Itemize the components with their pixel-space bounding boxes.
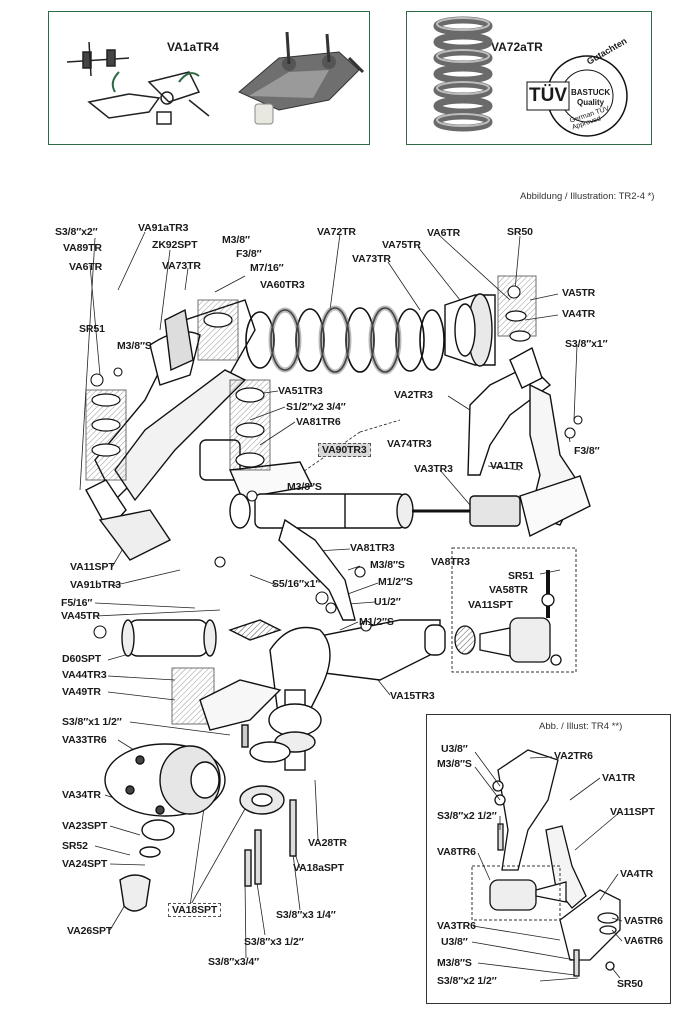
part-label: VA6TR <box>427 227 461 239</box>
part-label: VA81TR3 <box>350 542 395 554</box>
part-label: VA23SPT <box>62 820 108 832</box>
inset-caption: Abb. / Illust: TR4 **) <box>539 721 623 732</box>
part-label: VA73TR <box>352 253 391 265</box>
part-label: D60SPT <box>62 653 102 665</box>
coil-spring-photo <box>433 16 493 132</box>
main-illustration-caption: Abbildung / Illustration: TR2-4 *) <box>520 191 655 202</box>
part-label: VA44TR3 <box>62 669 107 681</box>
kit-code-left: VA1aTR4 <box>167 40 219 54</box>
part-label: VA60TR3 <box>260 279 305 291</box>
inset-part-label: VA4TR <box>620 868 654 880</box>
part-label: S5/16″x1″ <box>272 578 321 590</box>
part-label: VA58TR <box>489 584 528 596</box>
part-label: F5/16″ <box>61 597 93 609</box>
part-label: M3/8″S <box>370 559 405 571</box>
part-label: M3/8″ <box>222 234 250 246</box>
inset-part-label: VA6TR6 <box>624 935 663 947</box>
tuv-approval-badge: TÜV Gutachten BASTUCK Quality German TÜV… <box>519 36 639 140</box>
upper-arm-kit-illustration <box>66 31 365 125</box>
part-label: VA75TR <box>382 239 421 251</box>
part-label: VA4TR <box>562 308 596 320</box>
part-label: M7/16″ <box>250 262 284 274</box>
inset-part-label: U3/8″ <box>441 743 468 755</box>
part-label: VA72TR <box>317 226 356 238</box>
inset-part-label: VA3TR6 <box>437 920 476 932</box>
part-label: VA11SPT <box>468 599 513 611</box>
tuv-inner-quality: Quality <box>577 98 605 107</box>
part-label: VA33TR6 <box>62 734 107 746</box>
inset-part-label: VA5TR6 <box>624 915 663 927</box>
part-label: F3/8″ <box>236 248 262 260</box>
part-label: VA11SPT <box>70 561 115 573</box>
part-label: VA28TR <box>308 837 347 849</box>
part-label: S3/8″x1 1/2″ <box>62 716 122 728</box>
part-label: SR52 <box>62 840 88 852</box>
inset-part-label: SR50 <box>617 978 643 990</box>
inset-part-label: U3/8″ <box>441 936 468 948</box>
part-label: F3/8″ <box>574 445 600 457</box>
inset-part-label: VA2TR6 <box>554 750 593 762</box>
part-label: S3/8″x3 1/4″ <box>276 909 336 921</box>
part-label: M3/8″S <box>287 481 322 493</box>
part-label: S1/2″x2 3/4″ <box>286 401 346 413</box>
part-label-highlight: VA90TR3 <box>318 443 371 457</box>
kit-panel-right: VA72aTR TÜV Gutachten BASTUCK Quality Ge… <box>406 11 652 145</box>
inset-part-label: M3/8″S <box>437 758 472 770</box>
part-label: M3/8″S <box>117 340 152 352</box>
inset-part-label: M3/8″S <box>437 957 472 969</box>
part-label-boxed: VA18SPT <box>168 903 222 917</box>
part-label: VA73TR <box>162 260 201 272</box>
part-label: VA24SPT <box>62 858 108 870</box>
inset-part-label: VA11SPT <box>610 806 655 818</box>
part-label: U1/2″ <box>374 596 401 608</box>
part-label: VA8TR3 <box>431 556 470 568</box>
part-label: S3/8″x3 1/2″ <box>244 936 304 948</box>
part-label: S3/8″x2″ <box>55 226 98 238</box>
tuv-inner-brand: BASTUCK <box>571 88 611 97</box>
inset-part-label: S3/8″x2 1/2″ <box>437 975 497 987</box>
part-label: VA45TR <box>61 610 100 622</box>
part-label: SR51 <box>79 323 105 335</box>
part-label: SR51 <box>508 570 534 582</box>
inset-part-label: VA1TR <box>602 772 636 784</box>
inset-part-label: VA8TR6 <box>437 846 476 858</box>
part-label: M1/2″S <box>359 616 394 628</box>
part-label: VA91aTR3 <box>138 222 189 234</box>
part-label: S3/8″x3/4″ <box>208 956 260 968</box>
tuv-mark: TÜV <box>529 85 567 106</box>
part-label: VA49TR <box>62 686 101 698</box>
part-label: VA2TR3 <box>394 389 433 401</box>
part-label: VA1TR <box>490 460 524 472</box>
part-label: S3/8″x1″ <box>565 338 608 350</box>
kit-panel-left: VA1aTR4 <box>48 11 370 145</box>
part-label: VA15TR3 <box>390 690 435 702</box>
part-label: VA74TR3 <box>387 438 432 450</box>
part-label: ZK92SPT <box>152 239 198 251</box>
tr4-inset-panel: Abb. / Illust: TR4 **) <box>426 714 671 1004</box>
part-label: VA6TR <box>69 261 103 273</box>
kit-code-right: VA72aTR <box>491 40 543 54</box>
part-label: VA26SPT <box>67 925 113 937</box>
part-label: VA51TR3 <box>278 385 323 397</box>
inset-part-label: S3/8″x2 1/2″ <box>437 810 497 822</box>
part-label: VA34TR <box>62 789 101 801</box>
part-label: VA18aSPT <box>293 862 344 874</box>
part-label: VA91bTR3 <box>70 579 121 591</box>
part-label: VA3TR3 <box>414 463 453 475</box>
part-label: VA5TR <box>562 287 596 299</box>
part-label: M1/2″S <box>378 576 413 588</box>
part-label: VA89TR <box>63 242 102 254</box>
part-label: SR50 <box>507 226 533 238</box>
part-label: VA81TR6 <box>296 416 341 428</box>
